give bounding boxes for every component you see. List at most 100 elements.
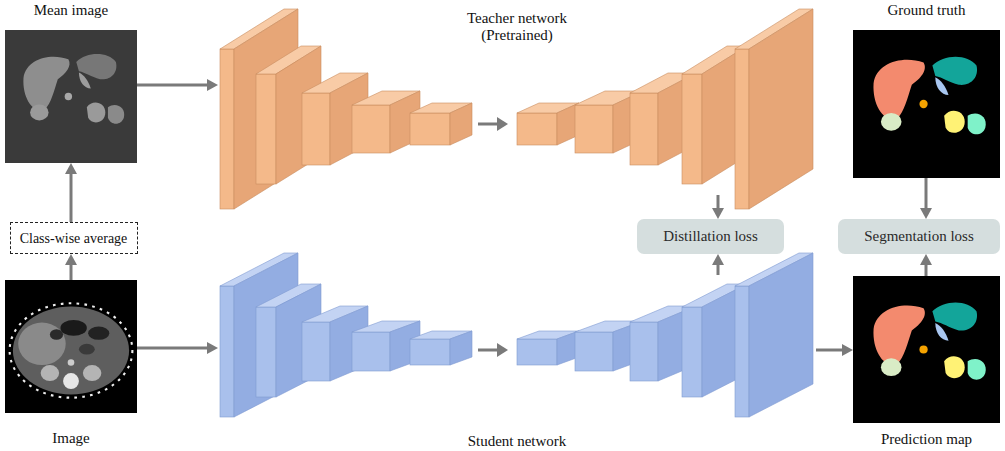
kidney-tissue	[83, 365, 101, 381]
layer-block	[302, 322, 330, 381]
kidney-label	[881, 358, 902, 376]
aorta-label	[919, 100, 927, 108]
image-panel: Image	[5, 280, 137, 447]
aorta-tissue	[68, 359, 75, 366]
flow-arrow	[712, 195, 724, 219]
layer-block	[220, 286, 234, 417]
layer-block	[410, 339, 450, 365]
node-label: Student network	[452, 433, 582, 450]
network-stack: Teacher network (Pretrained)	[218, 10, 816, 195]
arrow-shaft	[478, 123, 498, 126]
image-ground	[853, 30, 1000, 178]
arrow-shaft	[70, 264, 73, 280]
network-stack: Student network	[218, 275, 816, 450]
flow-arrow	[137, 79, 218, 91]
node-label: Segmentation loss	[864, 228, 974, 245]
organ-shape	[87, 103, 105, 123]
spleen-label	[968, 359, 986, 380]
arrow-head	[920, 208, 932, 219]
image-panel: Ground truth	[853, 2, 1000, 178]
image-panel: Prediction map	[853, 276, 1000, 448]
node-label: Distillation loss	[663, 228, 758, 245]
node-label: Teacher network (Pretrained)	[452, 10, 582, 44]
arrow-head	[842, 344, 853, 356]
arrow-shaft	[816, 349, 843, 352]
node-label: Mean image	[34, 2, 109, 19]
student-blocks	[220, 253, 813, 417]
arrow-shaft	[717, 264, 720, 275]
layer-block	[410, 113, 450, 145]
pancreas-label	[935, 323, 948, 341]
spleen-label	[968, 114, 986, 135]
image-ground	[5, 30, 137, 163]
image-panel: Mean image	[5, 2, 137, 163]
body-ring	[10, 303, 133, 397]
bottleneck-arrow	[478, 117, 508, 131]
layer-block	[682, 307, 702, 397]
arrow-head	[65, 163, 77, 174]
spine-bone	[63, 373, 79, 389]
process-box: Class-wise average	[10, 222, 138, 254]
prediction-picture	[853, 276, 1000, 423]
layer-block	[749, 253, 813, 417]
layer-block	[450, 103, 472, 145]
liver-label	[873, 60, 924, 120]
arrow-shaft	[925, 264, 928, 276]
flow-arrow	[65, 163, 77, 222]
organ-shape	[79, 73, 91, 89]
layer-block	[450, 331, 472, 365]
loss-box: Distillation loss	[637, 219, 784, 254]
ground-truth-picture	[853, 30, 1000, 178]
arrow-shaft	[717, 195, 720, 209]
layer-block	[749, 9, 813, 209]
bowel-gas	[79, 344, 95, 355]
image-ground	[853, 276, 1000, 423]
kidney-label	[944, 111, 965, 133]
layer-block	[517, 113, 557, 145]
bowel-gas	[88, 327, 109, 340]
body-outline	[13, 307, 129, 395]
organ-shape	[23, 57, 69, 111]
loss-box: Segmentation loss	[838, 219, 1000, 254]
layer-block	[352, 332, 390, 371]
layer-block	[575, 332, 613, 371]
arrow-shaft	[478, 349, 498, 352]
kidney-label	[944, 356, 965, 378]
aorta-label	[919, 345, 927, 353]
bowel-gas	[60, 320, 86, 336]
bottleneck-arrow	[478, 343, 508, 357]
arrow-head	[712, 254, 724, 265]
layer-block	[517, 339, 557, 365]
arrow-head	[920, 254, 932, 265]
layer-block	[735, 49, 749, 209]
kidney-label	[881, 113, 902, 131]
arrow-head	[207, 79, 218, 91]
arrow-head	[712, 208, 724, 219]
arrow-head	[207, 342, 218, 354]
pancreas-label	[935, 77, 948, 95]
ct-image-picture	[5, 280, 137, 413]
flow-arrow	[920, 254, 932, 276]
image-ground	[5, 280, 137, 413]
layer-block	[575, 105, 613, 153]
liver-tissue	[18, 323, 66, 366]
node-label: Ground truth	[888, 2, 966, 19]
flow-arrow	[920, 178, 932, 219]
node-label: Class-wise average	[20, 230, 128, 247]
flow-arrow	[65, 254, 77, 280]
arrow-head	[65, 254, 77, 265]
layer-block	[630, 322, 658, 381]
organ-shape	[108, 105, 124, 124]
layer-block	[735, 286, 749, 417]
flow-arrow	[816, 344, 853, 356]
arrow-shaft	[925, 178, 928, 209]
liver-label	[873, 306, 924, 365]
layer-block	[256, 307, 276, 397]
organ-shape	[30, 104, 48, 120]
arrow-head	[497, 343, 508, 357]
layer-block	[352, 105, 390, 153]
flow-arrow	[712, 254, 724, 275]
layer-block	[220, 49, 234, 209]
organ-shape	[65, 93, 72, 100]
